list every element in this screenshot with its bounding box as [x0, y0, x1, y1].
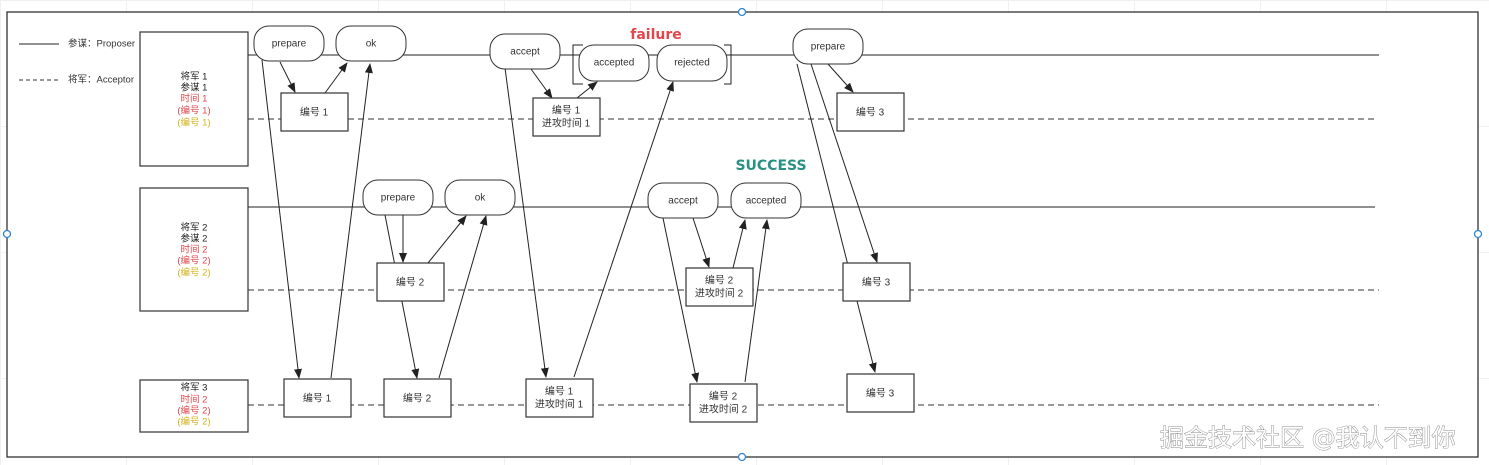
general-3-line-1: 将军 3	[181, 383, 208, 394]
arrow-acc3-to-ok2	[438, 215, 488, 379]
state-acceptor1-n1t1[interactable]: 编号 1 进攻时间 1	[532, 97, 601, 137]
general-1-line-3: 时间 1	[181, 93, 208, 105]
svg-text:编号 2: 编号 2	[396, 276, 425, 289]
svg-text:prepare: prepare	[272, 39, 307, 50]
svg-text:编号 1: 编号 1	[552, 104, 581, 117]
general-3-line-3: (编号 2)	[177, 405, 210, 417]
svg-text:accept: accept	[510, 47, 540, 58]
general-1-line-1: 将军 1	[181, 72, 208, 83]
svg-text:accepted: accepted	[746, 196, 787, 207]
arrow-accept1-to-acc3	[504, 67, 549, 378]
svg-text:编号 3: 编号 3	[856, 106, 885, 119]
message-rejected-1[interactable]: rejected	[656, 44, 728, 82]
failure-bracket	[572, 44, 732, 85]
state-acceptor3-n2[interactable]: 编号 2	[383, 378, 452, 418]
svg-text:编号 2: 编号 2	[705, 274, 734, 287]
svg-text:进攻时间 2: 进攻时间 2	[695, 287, 744, 300]
svg-text:编号 2: 编号 2	[403, 392, 432, 405]
message-ok-2[interactable]: ok	[444, 179, 516, 216]
message-accepted-2[interactable]: accepted	[730, 182, 802, 219]
state-acceptor2-n3[interactable]: 编号 3	[842, 262, 911, 302]
state-acceptor1-n1[interactable]: 编号 1	[280, 92, 349, 132]
legend-proposer-label: 参谋：Proposer	[68, 38, 135, 50]
state-acceptor3-n3[interactable]: 编号 3	[846, 373, 915, 413]
general-box-1[interactable]: 将军 1 参谋 1 时间 1 (编号 1) (编号 1)	[139, 31, 249, 167]
resize-handle-top[interactable]	[737, 7, 747, 17]
arrow-accept1-to-acc1	[530, 68, 553, 99]
arrow-acc3-to-accepted2	[744, 219, 770, 383]
general-box-2[interactable]: 将军 2 参谋 2 时间 2 (编号 2) (编号 2)	[139, 187, 249, 312]
state-acceptor3-n2t2[interactable]: 编号 2 进攻时间 2	[689, 383, 758, 423]
arrow-accept2-to-acc3	[662, 217, 700, 383]
resize-handle-bottom[interactable]	[737, 452, 747, 462]
arrow-prepare1-to-acc3	[261, 59, 302, 379]
arrow-acc3-to-rejected	[573, 81, 674, 378]
svg-text:编号 2: 编号 2	[709, 390, 738, 403]
general-1-line-4: (编号 1)	[177, 105, 210, 117]
arrow-prepare3-to-acc2	[810, 63, 878, 263]
state-acceptor1-n3[interactable]: 编号 3	[836, 92, 905, 132]
message-accept-2[interactable]: accept	[647, 182, 719, 219]
svg-text:ok: ok	[366, 39, 378, 50]
resize-handle-left[interactable]	[2, 229, 12, 239]
svg-text:进攻时间 2: 进攻时间 2	[699, 403, 748, 416]
general-3-line-4: (编号 2)	[177, 416, 210, 428]
general-2-line-2: 参谋 2	[181, 233, 208, 245]
general-3-line-2: 时间 2	[181, 394, 208, 406]
state-acceptor3-n1t1[interactable]: 编号 1 进攻时间 1	[525, 378, 594, 418]
message-prepare-2[interactable]: prepare	[362, 179, 434, 216]
arrow-acc2-to-ok2	[427, 215, 467, 264]
svg-text:编号 1: 编号 1	[300, 106, 329, 119]
general-2-line-4: (编号 2)	[177, 255, 210, 267]
arrow-acc3-to-ok1	[330, 63, 373, 379]
general-1-line-5: (编号 1)	[177, 117, 210, 129]
arrows	[261, 59, 878, 383]
svg-text:编号 1: 编号 1	[303, 392, 332, 405]
resize-handle-right[interactable]	[1473, 229, 1483, 239]
svg-text:编号 3: 编号 3	[866, 387, 895, 400]
general-2-line-1: 将军 2	[181, 223, 208, 234]
svg-text:accept: accept	[668, 196, 698, 207]
arrow-prepare3-to-acc3	[796, 63, 877, 373]
success-label: SUCCESS	[735, 158, 806, 174]
arrow-acc1-to-accepted	[576, 81, 598, 99]
message-prepare-3[interactable]: prepare	[792, 28, 864, 65]
state-acceptor2-n2[interactable]: 编号 2	[376, 262, 445, 302]
arrow-prepare1-to-acc1	[279, 61, 296, 93]
general-2-line-3: 时间 2	[181, 244, 208, 256]
general-2-line-5: (编号 2)	[177, 267, 210, 279]
svg-text:进攻时间 1: 进攻时间 1	[535, 398, 584, 411]
svg-text:prepare: prepare	[811, 42, 846, 53]
svg-text:accepted: accepted	[594, 58, 635, 69]
svg-text:prepare: prepare	[381, 193, 416, 204]
svg-text:rejected: rejected	[674, 58, 710, 69]
selection-handles[interactable]	[2, 7, 1483, 462]
arrow-accept2-to-acc2	[692, 217, 711, 268]
message-ok-1[interactable]: ok	[335, 25, 407, 62]
legend: 参谋：Proposer 将军：Acceptor	[19, 38, 135, 86]
svg-text:ok: ok	[475, 193, 487, 204]
diagram-frame[interactable]	[6, 11, 1479, 458]
svg-text:编号 1: 编号 1	[545, 385, 574, 398]
svg-text:进攻时间 1: 进攻时间 1	[542, 117, 591, 130]
arrow-acc1-to-ok1	[324, 62, 348, 94]
general-1-line-2: 参谋 1	[181, 82, 208, 94]
arrow-prepare3-to-acc1	[827, 63, 854, 93]
arrow-acc2-to-accepted2	[732, 219, 747, 269]
legend-acceptor-label: 将军：Acceptor	[68, 75, 134, 86]
message-prepare-1[interactable]: prepare	[253, 25, 325, 62]
message-accepted-1[interactable]: accepted	[578, 44, 650, 82]
message-accept-1[interactable]: accept	[489, 33, 561, 70]
state-acceptor3-n1[interactable]: 编号 1	[283, 378, 352, 418]
general-box-3[interactable]: 将军 3 时间 2 (编号 2) (编号 2)	[139, 379, 249, 433]
failure-label: failure	[630, 27, 682, 43]
svg-text:编号 3: 编号 3	[862, 276, 891, 289]
watermark: 掘金技术社区 @我认不到你	[1160, 424, 1456, 452]
state-acceptor2-n2t2[interactable]: 编号 2 进攻时间 2	[685, 267, 754, 307]
